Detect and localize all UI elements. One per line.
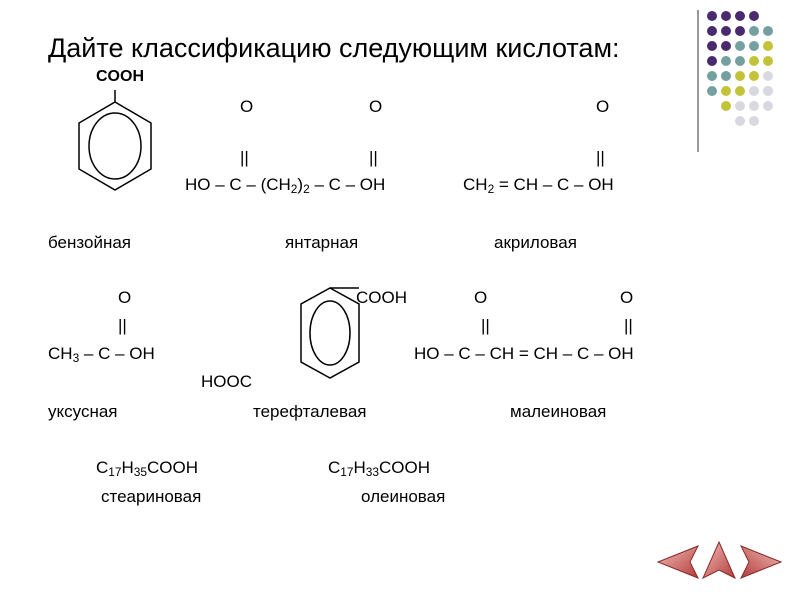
decorative-dot: [749, 56, 759, 66]
benzene-ring-terephthalic: [300, 287, 360, 379]
next-slide-button[interactable]: [737, 544, 783, 580]
home-button[interactable]: [701, 540, 737, 580]
name-oleic: олеиновая: [361, 487, 446, 506]
decorative-dot: [763, 86, 773, 96]
acrylic-acid-formula: CH2 = CH – C – OH: [463, 175, 614, 196]
name-acetic: уксусная: [48, 402, 118, 421]
maleic-double-bond-right: ||: [624, 316, 633, 335]
prev-slide-button[interactable]: [656, 544, 702, 580]
decorative-dot: [749, 26, 759, 36]
decorative-dot: [735, 56, 745, 66]
decorative-dot: [749, 86, 759, 96]
decorative-dot: [735, 116, 745, 126]
stearic-acid-formula: C17H35COOH: [96, 458, 199, 479]
decorative-dot: [735, 71, 745, 81]
maleic-o-right: O: [620, 288, 634, 307]
name-benzoic: бензойная: [48, 233, 131, 252]
decorative-dot: [707, 86, 717, 96]
decorative-dot: [749, 71, 759, 81]
terephthalic-hooc-bottom: HOOC: [201, 372, 252, 391]
decorative-dot: [735, 101, 745, 111]
acetic-double-bond: ||: [118, 316, 127, 335]
decorative-dot: [707, 26, 717, 36]
name-stearic: стеариновая: [101, 487, 202, 506]
decorative-dot: [763, 71, 773, 81]
decorative-dot: [721, 86, 731, 96]
decorative-dot: [749, 11, 759, 21]
acrylic-double-bond: ||: [596, 148, 605, 167]
acetic-o: O: [118, 288, 132, 307]
acetic-acid-formula: CH3 – C – OH: [48, 344, 155, 365]
benzoic-cooh-label: COOH: [96, 68, 144, 85]
maleic-acid-formula: HO – C – CH = CH – C – OH: [414, 344, 634, 363]
decorative-dot: [749, 41, 759, 51]
decorative-dot: [721, 56, 731, 66]
decorative-dot: [735, 26, 745, 36]
decorative-dot: [735, 11, 745, 21]
decorative-dot: [721, 41, 731, 51]
decorative-dot: [707, 56, 717, 66]
decorative-dot: [721, 26, 731, 36]
decorative-dot: [721, 71, 731, 81]
decorative-dot: [707, 71, 717, 81]
slide-title: Дайте классификацию следующим кислотам:: [48, 33, 620, 63]
succinic-double-bond-right: ||: [369, 148, 378, 167]
decorative-divider: [697, 10, 699, 152]
terephthalic-cooh-top: COOH: [356, 288, 407, 307]
decorative-dot: [749, 116, 759, 126]
decorative-dot: [735, 41, 745, 51]
name-maleic: малеиновая: [510, 402, 607, 421]
name-succinic: янтарная: [285, 233, 359, 252]
name-terephthalic: терефталевая: [253, 402, 367, 421]
name-acrylic: акриловая: [494, 233, 577, 252]
decorative-dot-grid: [707, 11, 773, 126]
succinic-o-left: O: [240, 97, 254, 116]
decorative-dot: [763, 56, 773, 66]
decorative-dot: [721, 11, 731, 21]
maleic-double-bond-left: ||: [481, 316, 490, 335]
succinic-acid-formula: HO – C – (CH2)2 – C – OH: [185, 175, 386, 196]
succinic-double-bond-left: ||: [240, 148, 249, 167]
oleic-acid-formula: C17H33COOH: [328, 458, 431, 479]
acrylic-o: O: [596, 97, 610, 116]
decorative-dot: [707, 11, 717, 21]
maleic-o-left: O: [474, 288, 488, 307]
decorative-dot: [763, 26, 773, 36]
decorative-dot: [763, 41, 773, 51]
benzene-ring-benzoic: [78, 90, 152, 191]
decorative-dot: [735, 86, 745, 96]
succinic-o-right: O: [369, 97, 383, 116]
decorative-dot: [707, 41, 717, 51]
decorative-dot: [721, 101, 731, 111]
decorative-dot: [749, 101, 759, 111]
decorative-dot: [763, 101, 773, 111]
